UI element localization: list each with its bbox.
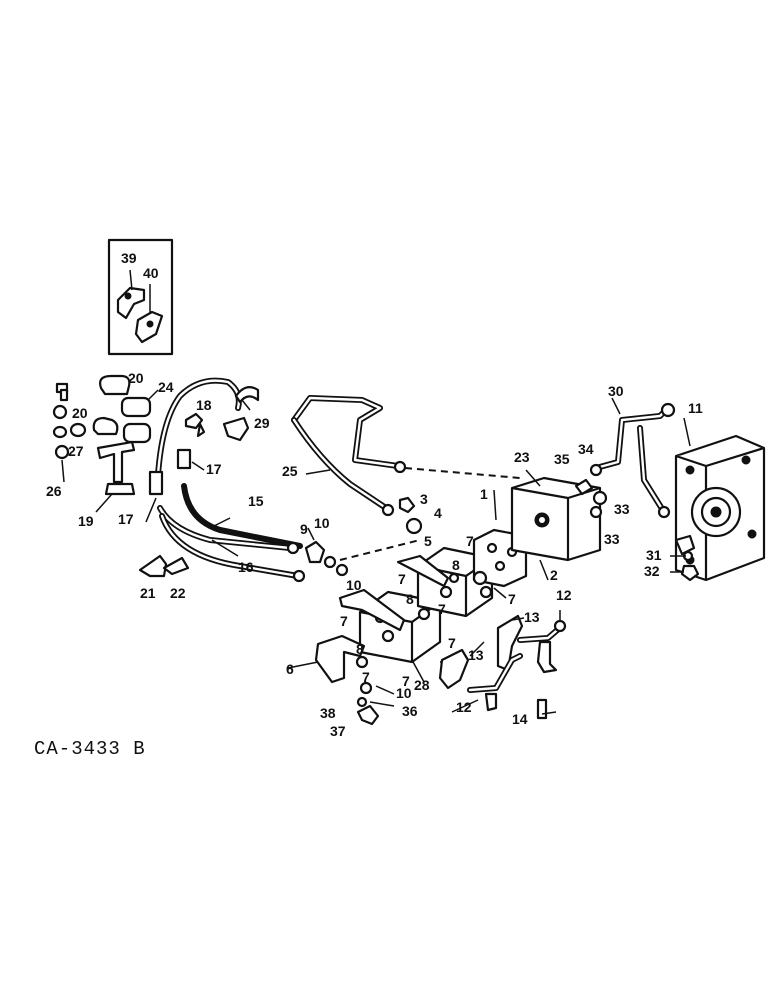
callout-35: 35 — [554, 451, 570, 467]
tube-25 — [291, 395, 521, 517]
housing-23 — [510, 402, 676, 562]
callout-34: 34 — [578, 441, 594, 457]
callout-7c: 7 — [398, 571, 406, 587]
callout-2: 2 — [550, 567, 558, 583]
callout-12b: 12 — [456, 699, 472, 715]
callout-33b: 33 — [604, 531, 620, 547]
cover-plate-11 — [674, 434, 766, 582]
callout-20a: 20 — [128, 370, 144, 386]
callouts: 1 2 3 4 5 6 7 7 7 7 7 7 7 7 8 8 8 9 10 1… — [46, 370, 703, 739]
valve-assembly — [304, 496, 528, 726]
callout-21: 21 — [140, 585, 156, 601]
callout-7b: 7 — [508, 591, 516, 607]
callout-4: 4 — [434, 505, 442, 521]
callout-7e: 7 — [448, 635, 456, 651]
callout-1: 1 — [480, 486, 488, 502]
callout-37: 37 — [330, 723, 346, 739]
inset-label-40: 40 — [143, 265, 159, 281]
callout-10a: 10 — [314, 515, 330, 531]
callout-25: 25 — [282, 463, 298, 479]
callout-13b: 13 — [468, 647, 484, 663]
callout-28: 28 — [414, 677, 430, 693]
callout-10b: 10 — [346, 577, 362, 593]
inset-label-39: 39 — [121, 250, 137, 266]
callout-9: 9 — [300, 521, 308, 537]
callout-14: 14 — [512, 711, 528, 727]
callout-33a: 33 — [614, 501, 630, 517]
callout-19: 19 — [78, 513, 94, 529]
callout-20b: 20 — [72, 405, 88, 421]
callout-27: 27 — [68, 443, 84, 459]
callout-17a: 17 — [206, 461, 222, 477]
callout-23: 23 — [514, 449, 530, 465]
diagram-caption: CA-3433 B — [34, 738, 146, 760]
callout-38: 38 — [320, 705, 336, 721]
callout-24: 24 — [158, 379, 174, 395]
callout-15: 15 — [248, 493, 264, 509]
callout-10c: 10 — [396, 685, 412, 701]
callout-18: 18 — [196, 397, 212, 413]
callout-7g: 7 — [402, 673, 410, 689]
callout-11: 11 — [688, 400, 703, 416]
callout-29: 29 — [254, 415, 270, 431]
callout-7a: 7 — [466, 533, 474, 549]
callout-8b: 8 — [406, 591, 414, 607]
callout-8a: 8 — [452, 557, 460, 573]
callout-36: 36 — [402, 703, 418, 719]
callout-30: 30 — [608, 383, 624, 399]
callout-6: 6 — [286, 661, 294, 677]
callout-7f: 7 — [340, 613, 348, 629]
callout-8c: 8 — [356, 641, 364, 657]
callout-26: 26 — [46, 483, 62, 499]
callout-17b: 17 — [118, 511, 134, 527]
callout-7h: 7 — [362, 669, 370, 685]
callout-5: 5 — [424, 533, 432, 549]
callout-31: 31 — [646, 547, 662, 563]
callout-12a: 12 — [556, 587, 572, 603]
levers — [438, 614, 567, 720]
callout-22: 22 — [170, 585, 186, 601]
inset-box: 39 40 — [107, 238, 174, 356]
callout-32: 32 — [644, 563, 660, 579]
left-fittings — [52, 374, 152, 496]
hoses-and-tubes — [138, 377, 306, 583]
callout-16: 16 — [238, 559, 254, 575]
callout-3: 3 — [420, 491, 428, 507]
callout-13a: 13 — [524, 609, 540, 625]
leader-lines — [61, 389, 691, 715]
callout-7d: 7 — [438, 601, 446, 617]
